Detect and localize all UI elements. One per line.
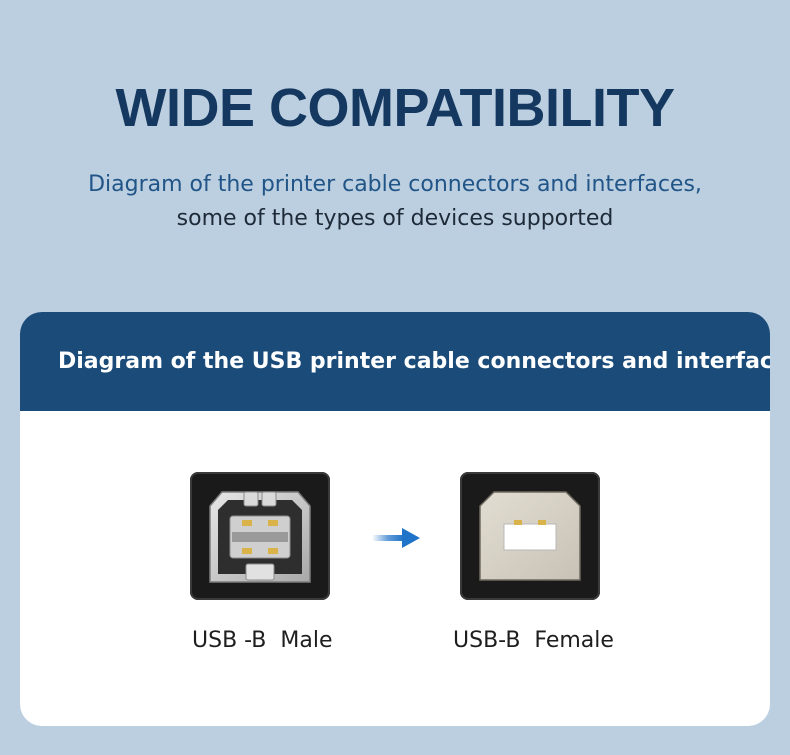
connector-card: Diagram of the USB printer cable connect… — [20, 312, 770, 726]
usb-b-female-port-icon — [460, 472, 600, 600]
card-header: Diagram of the USB printer cable connect… — [20, 312, 770, 411]
usb-b-male-label: USB -B Male — [192, 628, 333, 653]
subtitle-line-2: some of the types of devices supported — [176, 206, 614, 231]
card-header-text: Diagram of the USB printer cable connect… — [58, 349, 770, 374]
usb-b-female-label: USB-B Female — [453, 628, 614, 653]
usb-b-male-connector-icon — [190, 472, 330, 600]
subtitle-line-1: Diagram of the printer cable connectors … — [88, 172, 702, 197]
headline: WIDE COMPATIBILITY — [115, 78, 675, 138]
arrow-right-icon — [372, 526, 422, 554]
subtitle: Diagram of the printer cable connectors … — [0, 168, 790, 236]
